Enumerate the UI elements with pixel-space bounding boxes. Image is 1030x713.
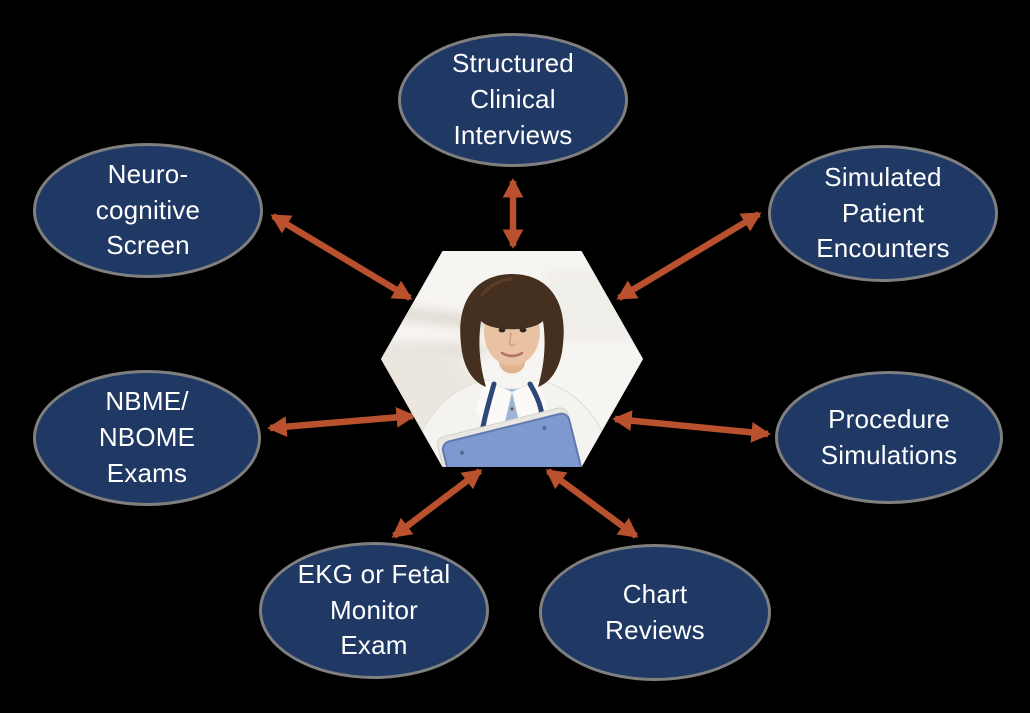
node-label: Simulated Patient Encounters — [816, 161, 950, 264]
node-ekg-or-fetal-monitor-exam: EKG or Fetal Monitor Exam — [259, 542, 489, 679]
arrow-center-procedure-simulations — [612, 410, 771, 443]
hair — [460, 274, 564, 387]
node-label: Neuro- cognitive Screen — [95, 158, 201, 261]
node-label: Structured Clinical Interviews — [452, 48, 574, 150]
node-label: EKG or Fetal Monitor Exam — [297, 558, 451, 661]
physician-illustration — [381, 251, 643, 467]
hair-highlight — [479, 277, 513, 297]
arrow-center-simulated-patient-encounters — [616, 211, 762, 301]
physician-photo — [381, 251, 643, 467]
node-label: Procedure Simulations — [820, 403, 958, 470]
clipboard — [437, 407, 586, 467]
arrow-center-neurocognitive-screen — [270, 213, 413, 301]
node-nbme-nbome-exams: NBME/ NBOME Exams — [33, 370, 261, 506]
node-chart-reviews: Chart Reviews — [539, 544, 771, 681]
node-simulated-patient-encounters: Simulated Patient Encounters — [768, 145, 998, 282]
node-neurocognitive-screen: Neuro- cognitive Screen — [33, 143, 263, 278]
nose — [508, 332, 516, 347]
node-label: Chart Reviews — [605, 578, 705, 645]
arrow-center-chart-reviews — [545, 468, 639, 539]
node-label: NBME/ NBOME Exams — [98, 386, 196, 488]
node-procedure-simulations: Procedure Simulations — [775, 371, 1003, 504]
node-structured-clinical-interviews: Structured Clinical Interviews — [398, 33, 628, 167]
coat-lapel-left — [475, 380, 512, 451]
arrow-center-ekg-or-fetal-monitor-exam — [391, 468, 483, 539]
mouth — [500, 351, 524, 358]
arrow-center-nbme-nbome-exams — [267, 407, 416, 437]
